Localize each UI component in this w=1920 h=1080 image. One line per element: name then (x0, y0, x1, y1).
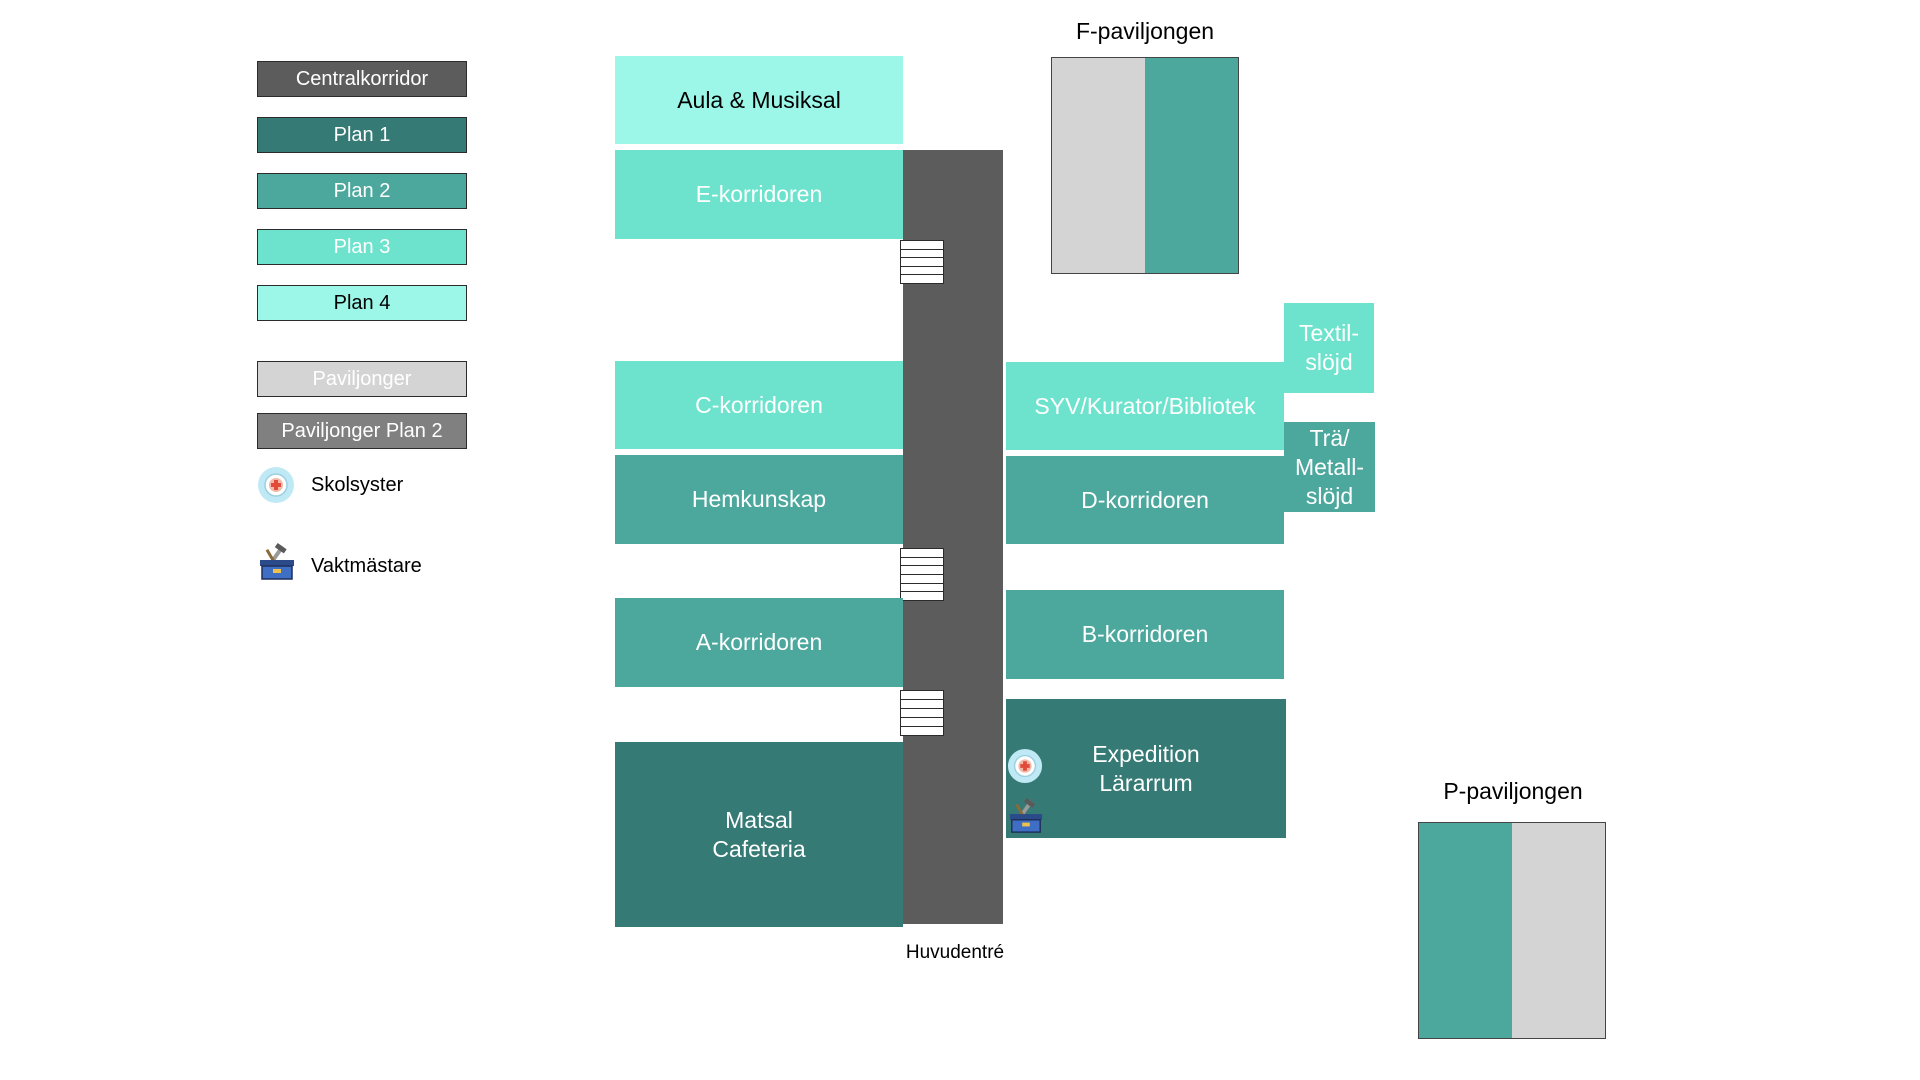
block-label: slöjd (1305, 349, 1353, 375)
legend-plan-3: Plan 3 (257, 229, 467, 265)
block-label: Lärarrum (1099, 769, 1193, 796)
block-label: Cafeteria (712, 835, 806, 862)
janitor-toolbox-icon (1007, 798, 1045, 834)
block-label: Trä/ (1309, 424, 1350, 451)
block-label: D-korridoren (1081, 486, 1209, 513)
block-label: C-korridoren (695, 391, 823, 418)
stairs-top (900, 240, 944, 284)
e-corridor: E-korridoren (615, 150, 903, 239)
block-label: E-korridoren (695, 181, 823, 207)
c-corridor: C-korridoren (615, 361, 903, 449)
legend-plan-1: Plan 1 (257, 117, 467, 153)
stairs-middle (900, 548, 944, 601)
legend-label: Plan 2 (333, 179, 391, 202)
legend-plan-2: Plan 2 (257, 173, 467, 209)
legend-pavilions: Paviljonger (257, 361, 467, 397)
a-corridor: A-korridoren (615, 598, 903, 687)
legend-label: Plan 4 (333, 291, 391, 314)
nurse-icon (257, 466, 295, 504)
legend-label: Centralkorridor (295, 67, 429, 90)
block-label: Textil- (1298, 320, 1360, 346)
legend-pavilions-plan-2: Paviljonger Plan 2 (257, 413, 467, 449)
legend-nurse-label: Skolsyster (311, 474, 404, 496)
b-corridor: B-korridoren (1006, 590, 1284, 679)
legend-plan-4: Plan 4 (257, 285, 467, 321)
legend-label: Paviljonger Plan 2 (281, 419, 443, 442)
block-label: Matsal (725, 806, 793, 833)
block-label: Expedition (1092, 740, 1200, 767)
p-pavilion-right (1512, 823, 1605, 1038)
syv-kurator-bibliotek: SYV/Kurator/Bibliotek (1006, 362, 1284, 450)
f-pavilion-title: F-paviljongen (1075, 18, 1215, 44)
legend-label: Paviljonger (312, 367, 412, 390)
p-pavilion-title: P-paviljongen (1443, 778, 1583, 804)
textilslojd: Textil- slöjd (1284, 303, 1374, 393)
nurse-icon (1007, 748, 1043, 784)
block-label: slöjd (1305, 482, 1354, 509)
hemkunskap: Hemkunskap (615, 455, 903, 544)
f-pavilion (1051, 57, 1239, 274)
block-label: Hemkunskap (691, 486, 827, 512)
block-label: B-korridoren (1081, 621, 1209, 647)
tra-metallslojd: Trä/ Metall- slöjd (1284, 422, 1375, 512)
expedition-lararrum: Expedition Lärarrum (1006, 699, 1286, 838)
aula-musiksal: Aula & Musiksal (615, 56, 903, 144)
d-corridor: D-korridoren (1006, 456, 1284, 544)
block-label: Metall- (1294, 453, 1364, 480)
legend-label: Plan 3 (333, 235, 391, 258)
legend-janitor-label: Vaktmästare (311, 555, 422, 577)
f-pavilion-left (1052, 58, 1145, 273)
janitor-toolbox-icon (257, 543, 297, 581)
legend-central-corridor: Centralkorridor (257, 61, 467, 97)
f-pavilion-right (1145, 58, 1238, 273)
main-entrance-label: Huvudentré (905, 942, 1005, 963)
p-pavilion-left (1419, 823, 1512, 1038)
legend-label: Plan 1 (333, 123, 391, 146)
block-label: A-korridoren (695, 629, 823, 655)
block-label: Aula & Musiksal (677, 86, 841, 113)
stairs-bottom (900, 690, 944, 736)
p-pavilion (1418, 822, 1606, 1039)
matsal-cafeteria: Matsal Cafeteria (615, 742, 903, 927)
block-label: SYV/Kurator/Bibliotek (1034, 392, 1256, 419)
